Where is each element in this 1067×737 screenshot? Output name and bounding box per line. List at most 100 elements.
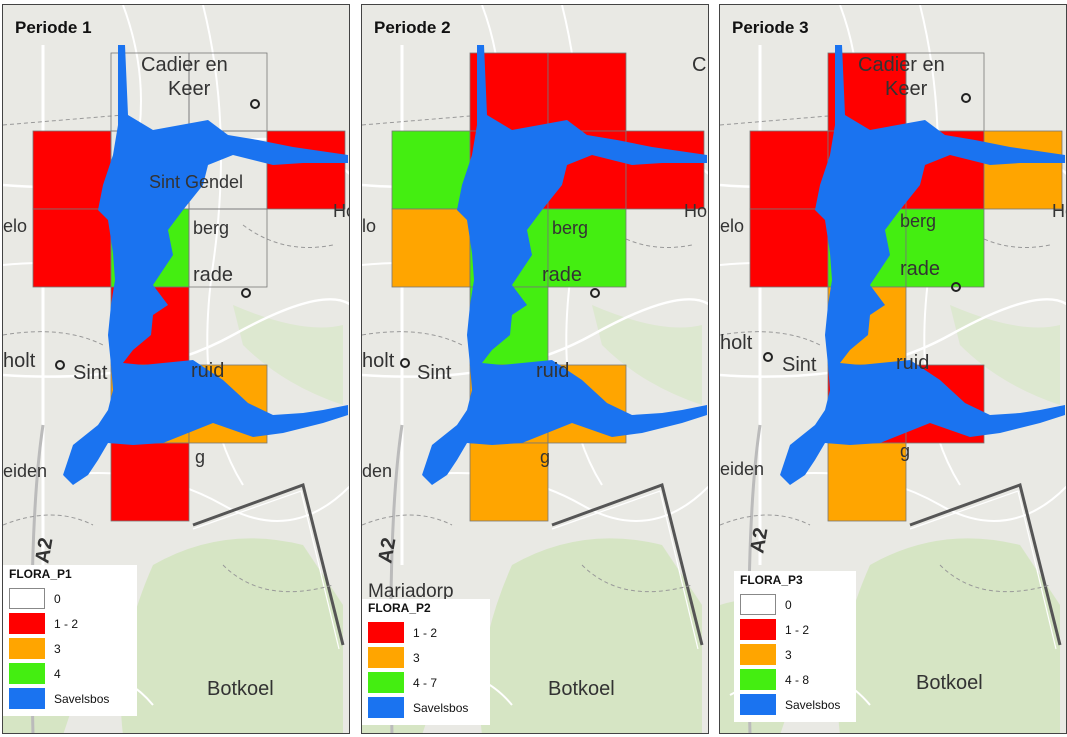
grid-cell-red	[266, 130, 346, 210]
place-marker	[250, 99, 260, 109]
grid-cell-red	[749, 130, 829, 210]
map-label-den: den	[362, 461, 392, 481]
legend: FLORA_P3 0 1 - 2 3 4 - 8 Savelsbos	[734, 571, 856, 722]
map-label-ruid: ruid	[536, 360, 569, 382]
legend-label: 1 - 2	[413, 625, 438, 640]
legend: FLORA_P1 0 1 - 2 3 4 Savelsbos	[3, 565, 137, 716]
map-canvas: Cadier en Keer Ho elo berg rade holt Sin…	[720, 5, 1067, 733]
place-marker	[400, 358, 410, 368]
legend-swatch	[9, 663, 45, 684]
map-label-berg: berg	[900, 211, 936, 231]
legend-swatch	[9, 638, 45, 659]
grid-cell-red	[110, 442, 190, 522]
map-label-ho: Ho	[1052, 201, 1067, 221]
legend-swatch	[740, 694, 776, 715]
legend-title: FLORA_P2	[368, 601, 431, 615]
legend-item: 4 - 7	[368, 671, 484, 694]
map-label-ho: Ho	[684, 201, 707, 221]
grid-cell-orange	[983, 130, 1063, 210]
map-label-sint-gendel: Sint Gendel	[149, 172, 243, 192]
legend-item: 3	[368, 646, 484, 669]
map-label-cadier: Cadier en	[858, 54, 945, 76]
grid-cell-white	[188, 208, 268, 288]
grid-cell-red	[749, 208, 829, 288]
map-label-g: g	[195, 447, 205, 467]
grid-cell-orange	[827, 442, 907, 522]
legend-label: 0	[785, 597, 792, 612]
legend-swatch	[740, 594, 776, 615]
map-label-g: g	[540, 447, 550, 467]
legend-item: 4	[9, 662, 131, 685]
panel-title: Periode 1	[15, 18, 92, 37]
map-label-keer: Keer	[885, 78, 928, 100]
legend-label: 3	[54, 641, 61, 656]
map-label-road: A2	[31, 536, 57, 565]
map-label-holt: holt	[720, 332, 753, 354]
map-label-berg: berg	[193, 218, 229, 238]
place-marker	[241, 288, 251, 298]
legend-label: 1 - 2	[54, 616, 79, 631]
legend-label: 3	[785, 647, 792, 662]
map-panel-2: C Ho lo berg rade holt Sint ruid g den A…	[361, 4, 709, 734]
map-label-keer: Keer	[168, 78, 211, 100]
map-label-sint: Sint	[417, 362, 452, 384]
legend-label: 4 - 8	[785, 672, 810, 687]
map-label-elo: elo	[720, 216, 744, 236]
legend-item: 0	[740, 593, 850, 616]
legend-item: 3	[740, 643, 850, 666]
map-label-ruid: ruid	[896, 352, 929, 374]
legend-swatch	[9, 588, 45, 609]
legend: FLORA_P2 1 - 2 3 4 - 7 Savelsbos	[362, 599, 490, 725]
panel-title: Periode 3	[732, 18, 809, 37]
grid-cell-red	[32, 208, 112, 288]
grid-cell-red	[547, 52, 627, 132]
legend-item: 4 - 8	[740, 668, 850, 691]
legend-swatch	[9, 688, 45, 709]
grid-cell-orange	[469, 442, 549, 522]
map-label-road: A2	[374, 536, 400, 565]
legend-label: 1 - 2	[785, 622, 810, 637]
map-label-berg: berg	[552, 218, 588, 238]
map-label-botkoel: Botkoel	[916, 672, 983, 694]
map-label-cadier: Cadier en	[141, 54, 228, 76]
legend-label: Savelsbos	[54, 691, 110, 706]
place-marker	[961, 93, 971, 103]
map-panel-3: Cadier en Keer Ho elo berg rade holt Sin…	[719, 4, 1067, 734]
legend-swatch	[740, 619, 776, 640]
legend-item: Savelsbos	[740, 693, 850, 716]
grid-cell-green	[547, 208, 627, 288]
map-label-botkoel: Botkoel	[548, 678, 615, 700]
legend-item: 3	[9, 637, 131, 660]
map-label-grade: rade	[193, 264, 233, 286]
map-label-grade: rade	[900, 258, 940, 280]
grid-cell-red	[32, 130, 112, 210]
map-label-holt: holt	[3, 350, 36, 372]
legend-item: 1 - 2	[368, 621, 484, 644]
place-marker	[55, 360, 65, 370]
legend-label: Savelsbos	[413, 700, 469, 715]
grid-cell-green	[905, 208, 985, 288]
map-label-heiden: eiden	[720, 459, 764, 479]
grid-cell-red	[625, 130, 705, 210]
map-label-road: A2	[746, 526, 772, 555]
map-label-sint: Sint	[782, 354, 817, 376]
legend-title: FLORA_P3	[740, 573, 803, 587]
legend-swatch	[368, 672, 404, 693]
map-panel-1: Cadier en Keer Sint Gendel Ho elo berg r…	[2, 4, 350, 734]
legend-item: 1 - 2	[740, 618, 850, 641]
map-label-mariadorp: Mariadorp	[368, 581, 454, 602]
legend-item: Savelsbos	[368, 696, 484, 719]
map-label-elo: elo	[3, 216, 27, 236]
place-marker	[763, 352, 773, 362]
map-label-lo: lo	[362, 216, 376, 236]
panel-title: Periode 2	[374, 18, 451, 37]
map-canvas: C Ho lo berg rade holt Sint ruid g den A…	[362, 5, 708, 733]
legend-swatch	[368, 647, 404, 668]
grid-cell-green	[391, 130, 471, 210]
map-label-ho: Ho	[333, 201, 350, 221]
map-label-g: g	[900, 441, 910, 461]
legend-swatch	[368, 697, 404, 718]
map-label-ruid: ruid	[191, 360, 224, 382]
place-marker	[590, 288, 600, 298]
legend-swatch	[740, 669, 776, 690]
